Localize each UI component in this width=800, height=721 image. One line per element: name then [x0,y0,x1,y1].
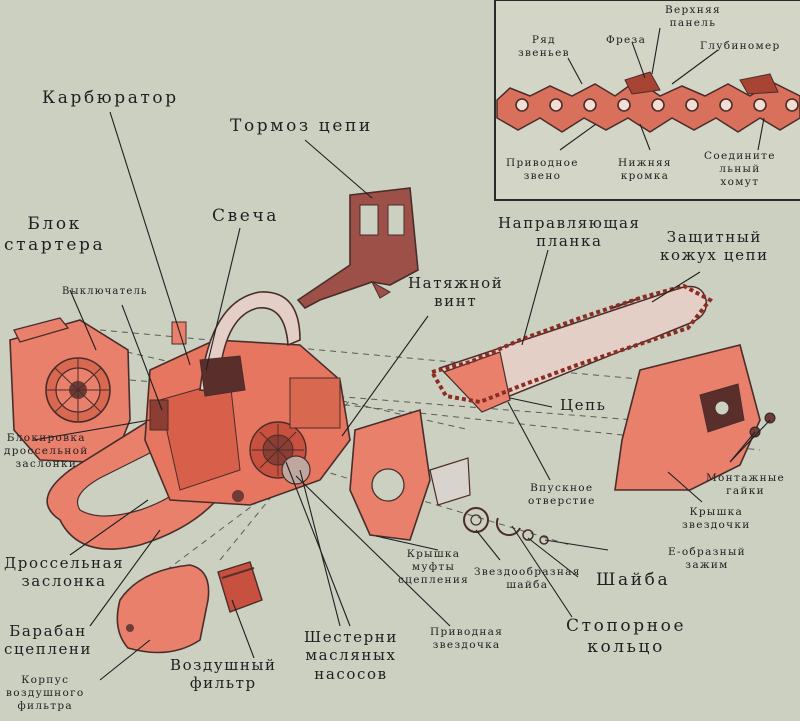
spark-plug [171,321,187,345]
chain-brake [296,187,419,310]
air-filter-cover [116,564,210,654]
inset-chain-teeth [496,79,800,133]
label-chain: Цепь [560,396,607,414]
guide-bar-and-chain [428,283,714,413]
label-spark-plug: Свеча [212,206,280,226]
starter-cover [9,317,131,463]
label-cutter: Фреза [606,34,647,46]
sprocket-plate [429,457,471,506]
chain-detail-inset [494,0,800,201]
air-filter [217,561,263,613]
front-handle [199,291,301,393]
label-depth-gauge: Глубиномер [700,40,781,52]
inset-leader-lines [559,27,765,151]
label-washer: Шайба [596,570,671,590]
washers-and-clips [463,507,549,545]
label-chain-brake: Тормоз цепи [230,116,373,136]
clutch-cover [349,408,431,541]
label-carburetor: Карбюратор [42,88,179,108]
engine-housing [46,291,351,550]
inset-chain-rivets [515,98,799,112]
label-switch: Выключатель [62,286,148,297]
inset-chain-cutters [624,71,779,95]
sprocket-cover [614,344,761,491]
starter-handle [13,317,70,343]
leader-lines [33,111,771,681]
